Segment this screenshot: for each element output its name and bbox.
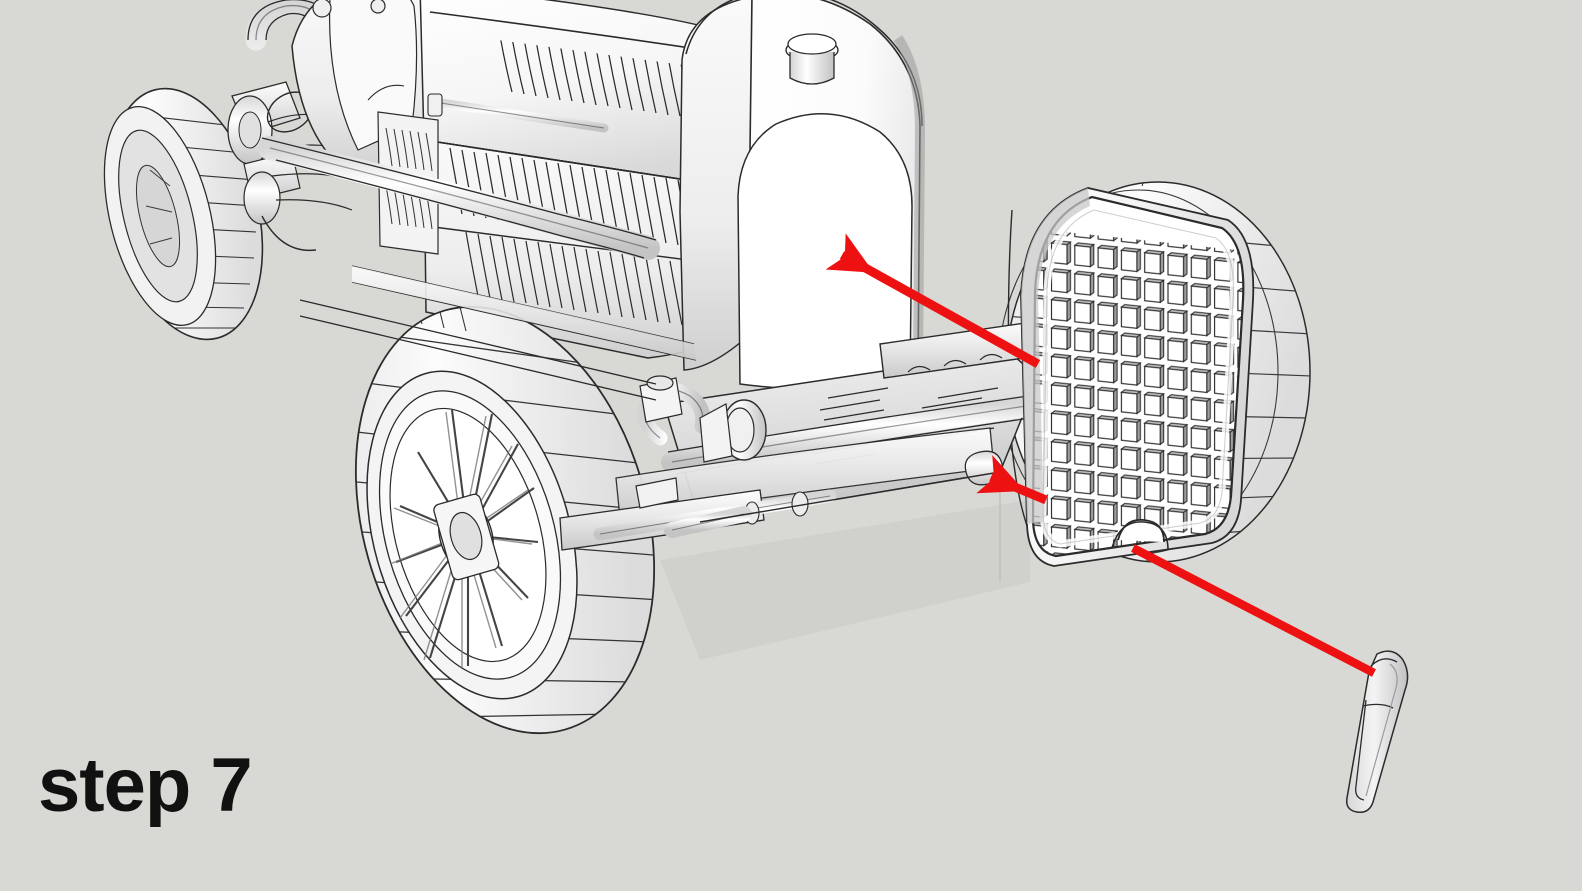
arrow-radiator-shell bbox=[825, 233, 1041, 368]
latch-tab bbox=[1345, 650, 1409, 814]
arrow-frame-rail bbox=[976, 455, 1048, 505]
chassis-frame bbox=[299, 265, 1051, 582]
leader-latch-tab bbox=[1131, 544, 1376, 677]
grille-mesh bbox=[1033, 228, 1244, 556]
crank-boss bbox=[699, 399, 767, 463]
front-wheel bbox=[335, 291, 669, 735]
radiator-shell bbox=[679, 0, 926, 390]
step-label: step 7 bbox=[38, 743, 253, 828]
rear-wheel bbox=[103, 81, 353, 341]
rear-suspension bbox=[227, 81, 353, 252]
cowl bbox=[291, 0, 439, 177]
radiator-cap bbox=[785, 33, 839, 85]
grille-insert bbox=[1020, 187, 1255, 567]
annotation-arrows bbox=[825, 233, 1376, 677]
ground-shadow bbox=[660, 500, 1030, 660]
